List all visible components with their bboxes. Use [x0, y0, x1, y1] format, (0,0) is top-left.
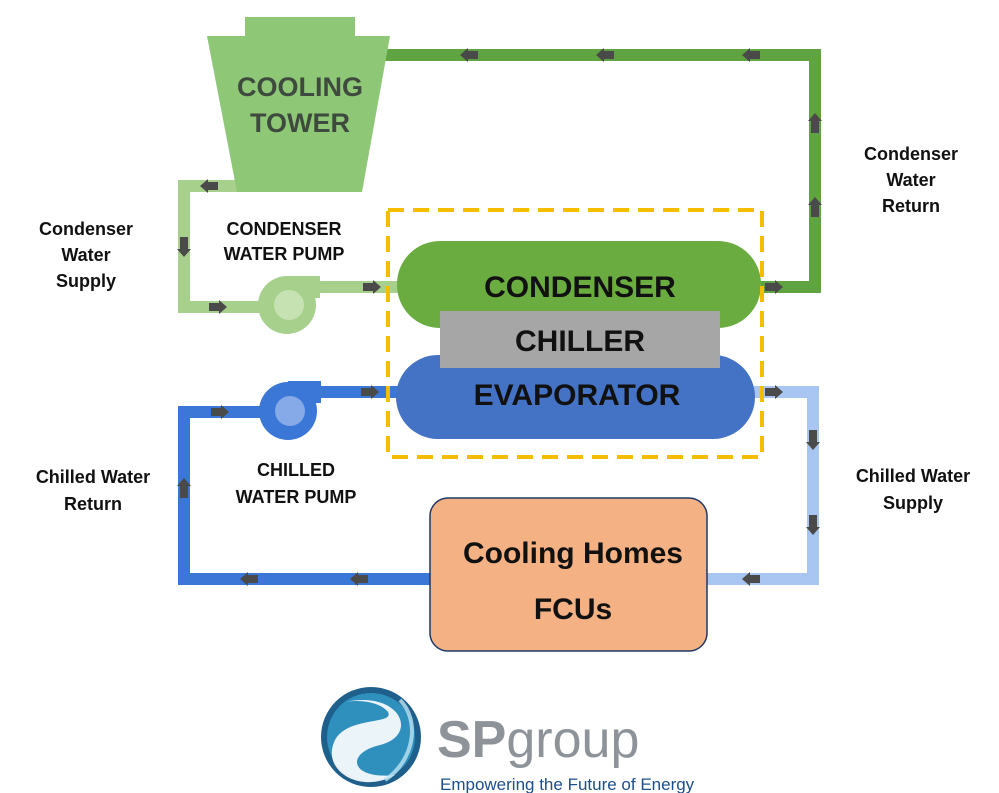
chilled-water-supply-label-line1: Chilled Water	[856, 466, 970, 486]
condenser-label: CONDENSER	[484, 271, 676, 304]
chilled-water-supply-label-line2: Supply	[883, 493, 943, 513]
cooling-tower: COOLING TOWER	[207, 17, 390, 192]
cooling-homes-label-line1: Cooling Homes	[463, 537, 683, 570]
chiller-boundary	[386, 208, 764, 459]
cooling-homes-label-line2: FCUs	[534, 593, 612, 626]
flow-arrows	[177, 48, 822, 586]
sp-tagline: Empowering the Future of Energy	[440, 775, 695, 793]
flow-arrow-left-icon	[742, 48, 760, 62]
chilled-water-return-label-line1: Chilled Water	[36, 467, 150, 487]
condenser-vessel	[397, 241, 761, 328]
flow-arrow-up-icon	[177, 478, 191, 498]
condenser-water-return-pipe	[358, 49, 821, 293]
sp-swirl-icon	[321, 687, 421, 787]
cooling-tower-label-line2: TOWER	[250, 108, 350, 138]
flow-arrow-down-icon	[806, 515, 820, 535]
flow-arrow-right-icon	[211, 405, 229, 419]
chilled-water-pump-label-line2: WATER PUMP	[236, 487, 357, 507]
flow-arrow-right-icon	[209, 300, 227, 314]
flow-arrow-left-icon	[460, 48, 478, 62]
evaporator-label: EVAPORATOR	[474, 379, 681, 412]
sp-brand-text: SPgroup	[437, 711, 639, 769]
condenser-water-supply-label-line1: Condenser	[39, 219, 133, 239]
condenser-water-return-label-line3: Return	[882, 196, 940, 216]
condenser-water-return-label-line1: Condenser	[864, 144, 958, 164]
flow-arrow-right-icon	[363, 280, 381, 294]
cooling-tower-label-line1: COOLING	[237, 72, 363, 102]
chilled-water-return-label-line2: Return	[64, 494, 122, 514]
flow-arrow-left-icon	[200, 179, 218, 193]
evaporator-vessel	[396, 355, 755, 439]
flow-arrow-down-icon	[806, 430, 820, 450]
flow-arrow-up-icon	[808, 113, 822, 133]
flow-arrow-down-icon	[177, 237, 191, 257]
chilled-water-pump-label-line1: CHILLED	[257, 460, 335, 480]
condenser-water-supply-label-line3: Supply	[56, 271, 116, 291]
flow-arrow-left-icon	[350, 572, 368, 586]
sp-group-logo: SPgroup Empowering the Future of Energy	[321, 687, 695, 793]
chiller-block	[440, 311, 720, 368]
condenser-water-supply-label-line2: Water	[61, 245, 110, 265]
flow-arrow-up-icon	[808, 197, 822, 217]
flow-arrow-right-icon	[765, 385, 783, 399]
chilled-water-pump	[259, 381, 321, 440]
chiller-label: CHILLER	[515, 325, 645, 358]
cooling-homes-box	[429, 497, 708, 652]
condenser-water-pump	[258, 276, 320, 334]
condenser-water-pump-label-line1: CONDENSER	[226, 219, 341, 239]
flow-arrow-left-icon	[742, 572, 760, 586]
flow-arrow-left-icon	[240, 572, 258, 586]
condenser-water-return-label-line2: Water	[886, 170, 935, 190]
flow-arrow-left-icon	[596, 48, 614, 62]
flow-arrow-right-icon	[361, 385, 379, 399]
condenser-water-pump-label-line2: WATER PUMP	[224, 244, 345, 264]
flow-arrow-right-icon	[765, 280, 783, 294]
cooling-tower-shape	[207, 17, 390, 192]
